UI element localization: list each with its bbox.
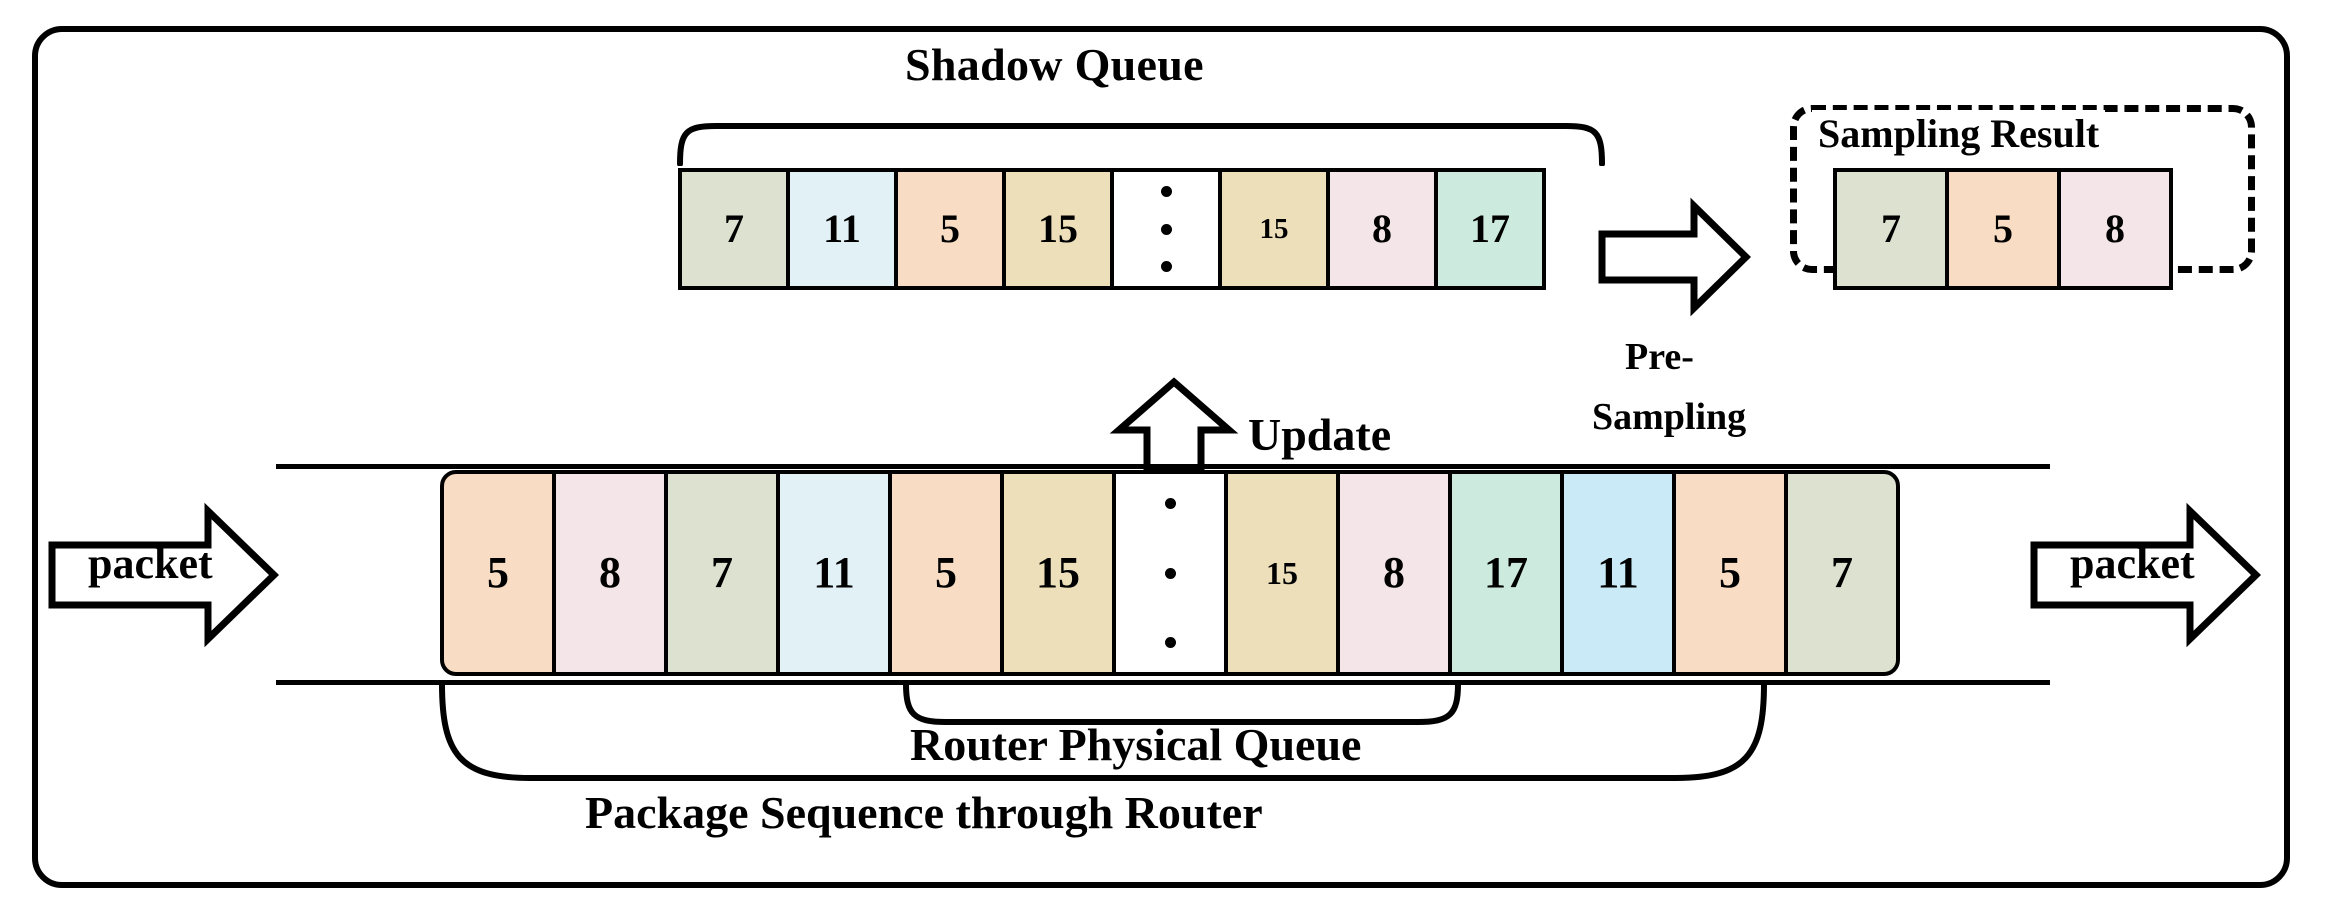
vertical-ellipsis-icon	[1160, 185, 1172, 273]
physical-queue-cell-value: 5	[487, 548, 509, 597]
shadow-queue-cell-value: 15	[1259, 212, 1289, 245]
physical-queue-cell-1: 8	[552, 470, 668, 676]
sampling-result-cell-value: 5	[1993, 206, 2013, 251]
update-label: Update	[1248, 409, 1392, 460]
sampling-result-cell-0: 7	[1833, 168, 1949, 290]
package-sequence-label: Package Sequence through Router	[585, 787, 1263, 838]
shadow-queue-cell-value: 17	[1470, 206, 1510, 251]
physical-queue-cell-value: 5	[935, 548, 957, 597]
physical-queue-cell-value: 7	[711, 548, 733, 597]
physical-queue-cell-0: 5	[440, 470, 556, 676]
pre-sampling-arrow-icon	[1598, 197, 1751, 317]
sampling-result-cell-1: 5	[1945, 168, 2061, 290]
shadow-queue-cell-4	[1110, 168, 1222, 290]
outer-frame	[32, 26, 2290, 888]
packet-in-label: packet	[88, 539, 213, 588]
shadow-queue-title: Shadow Queue	[905, 39, 1204, 90]
sampling-result-title: Sampling Result	[1812, 110, 2106, 157]
shadow-queue-cell-value: 5	[940, 206, 960, 251]
physical-queue-cell-value: 7	[1831, 548, 1853, 597]
physical-queue-cell-2: 7	[664, 470, 780, 676]
sampling-result-cell-value: 8	[2105, 206, 2125, 251]
router-physical-queue-row: 5 8 7 11 5 15 15 8 17 11 5 7	[440, 470, 1900, 676]
physical-queue-cell-5: 15	[1000, 470, 1116, 676]
packet-in-arrow-icon	[48, 502, 280, 648]
shadow-queue-cell-1: 11	[786, 168, 898, 290]
packet-out-label: packet	[2070, 539, 2195, 588]
shadow-queue-cell-value: 11	[823, 206, 861, 251]
sampling-result-row: 7 5 8	[1833, 168, 2173, 290]
shadow-queue-cell-6: 8	[1326, 168, 1438, 290]
router-physical-queue-brace	[902, 681, 1462, 726]
shadow-queue-cell-5: 15	[1218, 168, 1330, 290]
physical-queue-cell-4: 5	[888, 470, 1004, 676]
shadow-queue-cell-3: 15	[1002, 168, 1114, 290]
physical-queue-cell-8: 8	[1336, 470, 1452, 676]
update-arrow-icon	[1109, 377, 1239, 474]
physical-queue-cell-3: 11	[776, 470, 892, 676]
vertical-ellipsis-icon	[1164, 497, 1176, 649]
shadow-queue-cell-value: 15	[1038, 206, 1078, 251]
physical-queue-cell-value: 11	[1597, 548, 1639, 597]
shadow-queue-cell-2: 5	[894, 168, 1006, 290]
router-physical-queue-label: Router Physical Queue	[910, 719, 1362, 770]
shadow-queue-cell-0: 7	[678, 168, 790, 290]
physical-queue-cell-12: 7	[1784, 470, 1900, 676]
pre-sampling-label-line1: Pre-	[1625, 336, 1694, 378]
queue-rail-bottom	[276, 680, 2050, 685]
queue-rail-top	[276, 464, 2050, 469]
shadow-queue-cell-value: 8	[1372, 206, 1392, 251]
shadow-queue-brace	[676, 120, 1606, 167]
shadow-queue-cell-value: 7	[724, 206, 744, 251]
shadow-queue-cell-7: 17	[1434, 168, 1546, 290]
physical-queue-cell-value: 15	[1266, 555, 1298, 591]
sampling-result-cell-value: 7	[1881, 206, 1901, 251]
physical-queue-cell-value: 8	[1383, 548, 1405, 597]
packet-out-arrow-icon	[2030, 502, 2262, 648]
shadow-queue-row: 7 11 5 15 15 8 17	[678, 168, 1546, 290]
physical-queue-cell-10: 11	[1560, 470, 1676, 676]
physical-queue-cell-value: 17	[1484, 548, 1528, 597]
physical-queue-cell-value: 5	[1719, 548, 1741, 597]
physical-queue-cell-9: 17	[1448, 470, 1564, 676]
physical-queue-cell-7: 15	[1224, 470, 1340, 676]
sampling-result-cell-2: 8	[2057, 168, 2173, 290]
physical-queue-cell-value: 15	[1036, 548, 1080, 597]
package-sequence-brace	[438, 681, 1768, 792]
physical-queue-cell-6	[1112, 470, 1228, 676]
pre-sampling-label-line2: Sampling	[1592, 396, 1747, 438]
physical-queue-cell-value: 8	[599, 548, 621, 597]
physical-queue-cell-11: 5	[1672, 470, 1788, 676]
physical-queue-cell-value: 11	[813, 548, 855, 597]
